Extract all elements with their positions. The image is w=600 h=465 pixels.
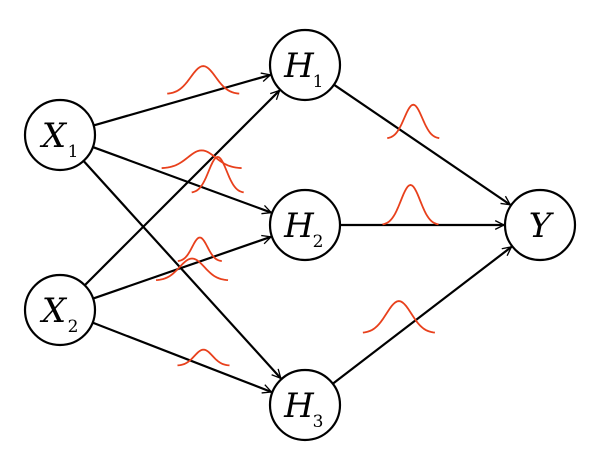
node-subscript: 3 [313, 412, 324, 432]
weight-distribution-curve-x2-h2 [177, 236, 222, 263]
node-letter: X [39, 116, 68, 156]
weight-distribution-curve-h2-y [382, 184, 439, 226]
edge-h1-to-y [333, 83, 510, 206]
edge-x2-to-h2 [92, 237, 271, 300]
node-subscript: 1 [68, 142, 79, 162]
edges-layer [82, 75, 512, 392]
weight-distribution-curve-x2-h3 [177, 348, 230, 367]
edge-x2-to-h1 [83, 90, 280, 287]
node-y: Y [503, 188, 577, 262]
node-letter: H [283, 386, 315, 426]
edge-x1-to-h1 [93, 75, 271, 127]
weight-distribution-curve-h3-y [362, 300, 436, 334]
edge-x2-to-h3 [92, 321, 272, 392]
node-h3: H3 [268, 368, 342, 442]
node-h1: H1 [268, 28, 342, 102]
weight-distribution-curve-x1-h3 [155, 257, 229, 282]
node-circle [268, 188, 342, 262]
edge-x1-to-h2 [92, 146, 271, 213]
node-letter: X [39, 291, 68, 331]
node-subscript: 2 [313, 232, 324, 252]
node-circle [23, 273, 97, 347]
weight-distribution-curve-h1-y [387, 103, 440, 140]
node-subscript: 2 [68, 317, 79, 337]
weight-distribution-curve-x1-h1 [167, 65, 240, 95]
distribution-curves-layer [155, 65, 440, 367]
node-circle [23, 98, 97, 172]
edge-x1-to-h3 [82, 160, 281, 378]
node-letter: Y [529, 206, 555, 246]
node-circle [268, 368, 342, 442]
node-letter: H [283, 46, 315, 86]
node-h2: H2 [268, 188, 342, 262]
node-circle [268, 28, 342, 102]
node-letter: H [283, 206, 315, 246]
node-subscript: 1 [313, 72, 324, 92]
weight-distribution-curve-x1-h2 [191, 155, 244, 194]
node-circle [503, 188, 577, 262]
weight-distribution-curve-x2-h1 [161, 149, 242, 169]
edge-h3-to-y [332, 247, 512, 385]
